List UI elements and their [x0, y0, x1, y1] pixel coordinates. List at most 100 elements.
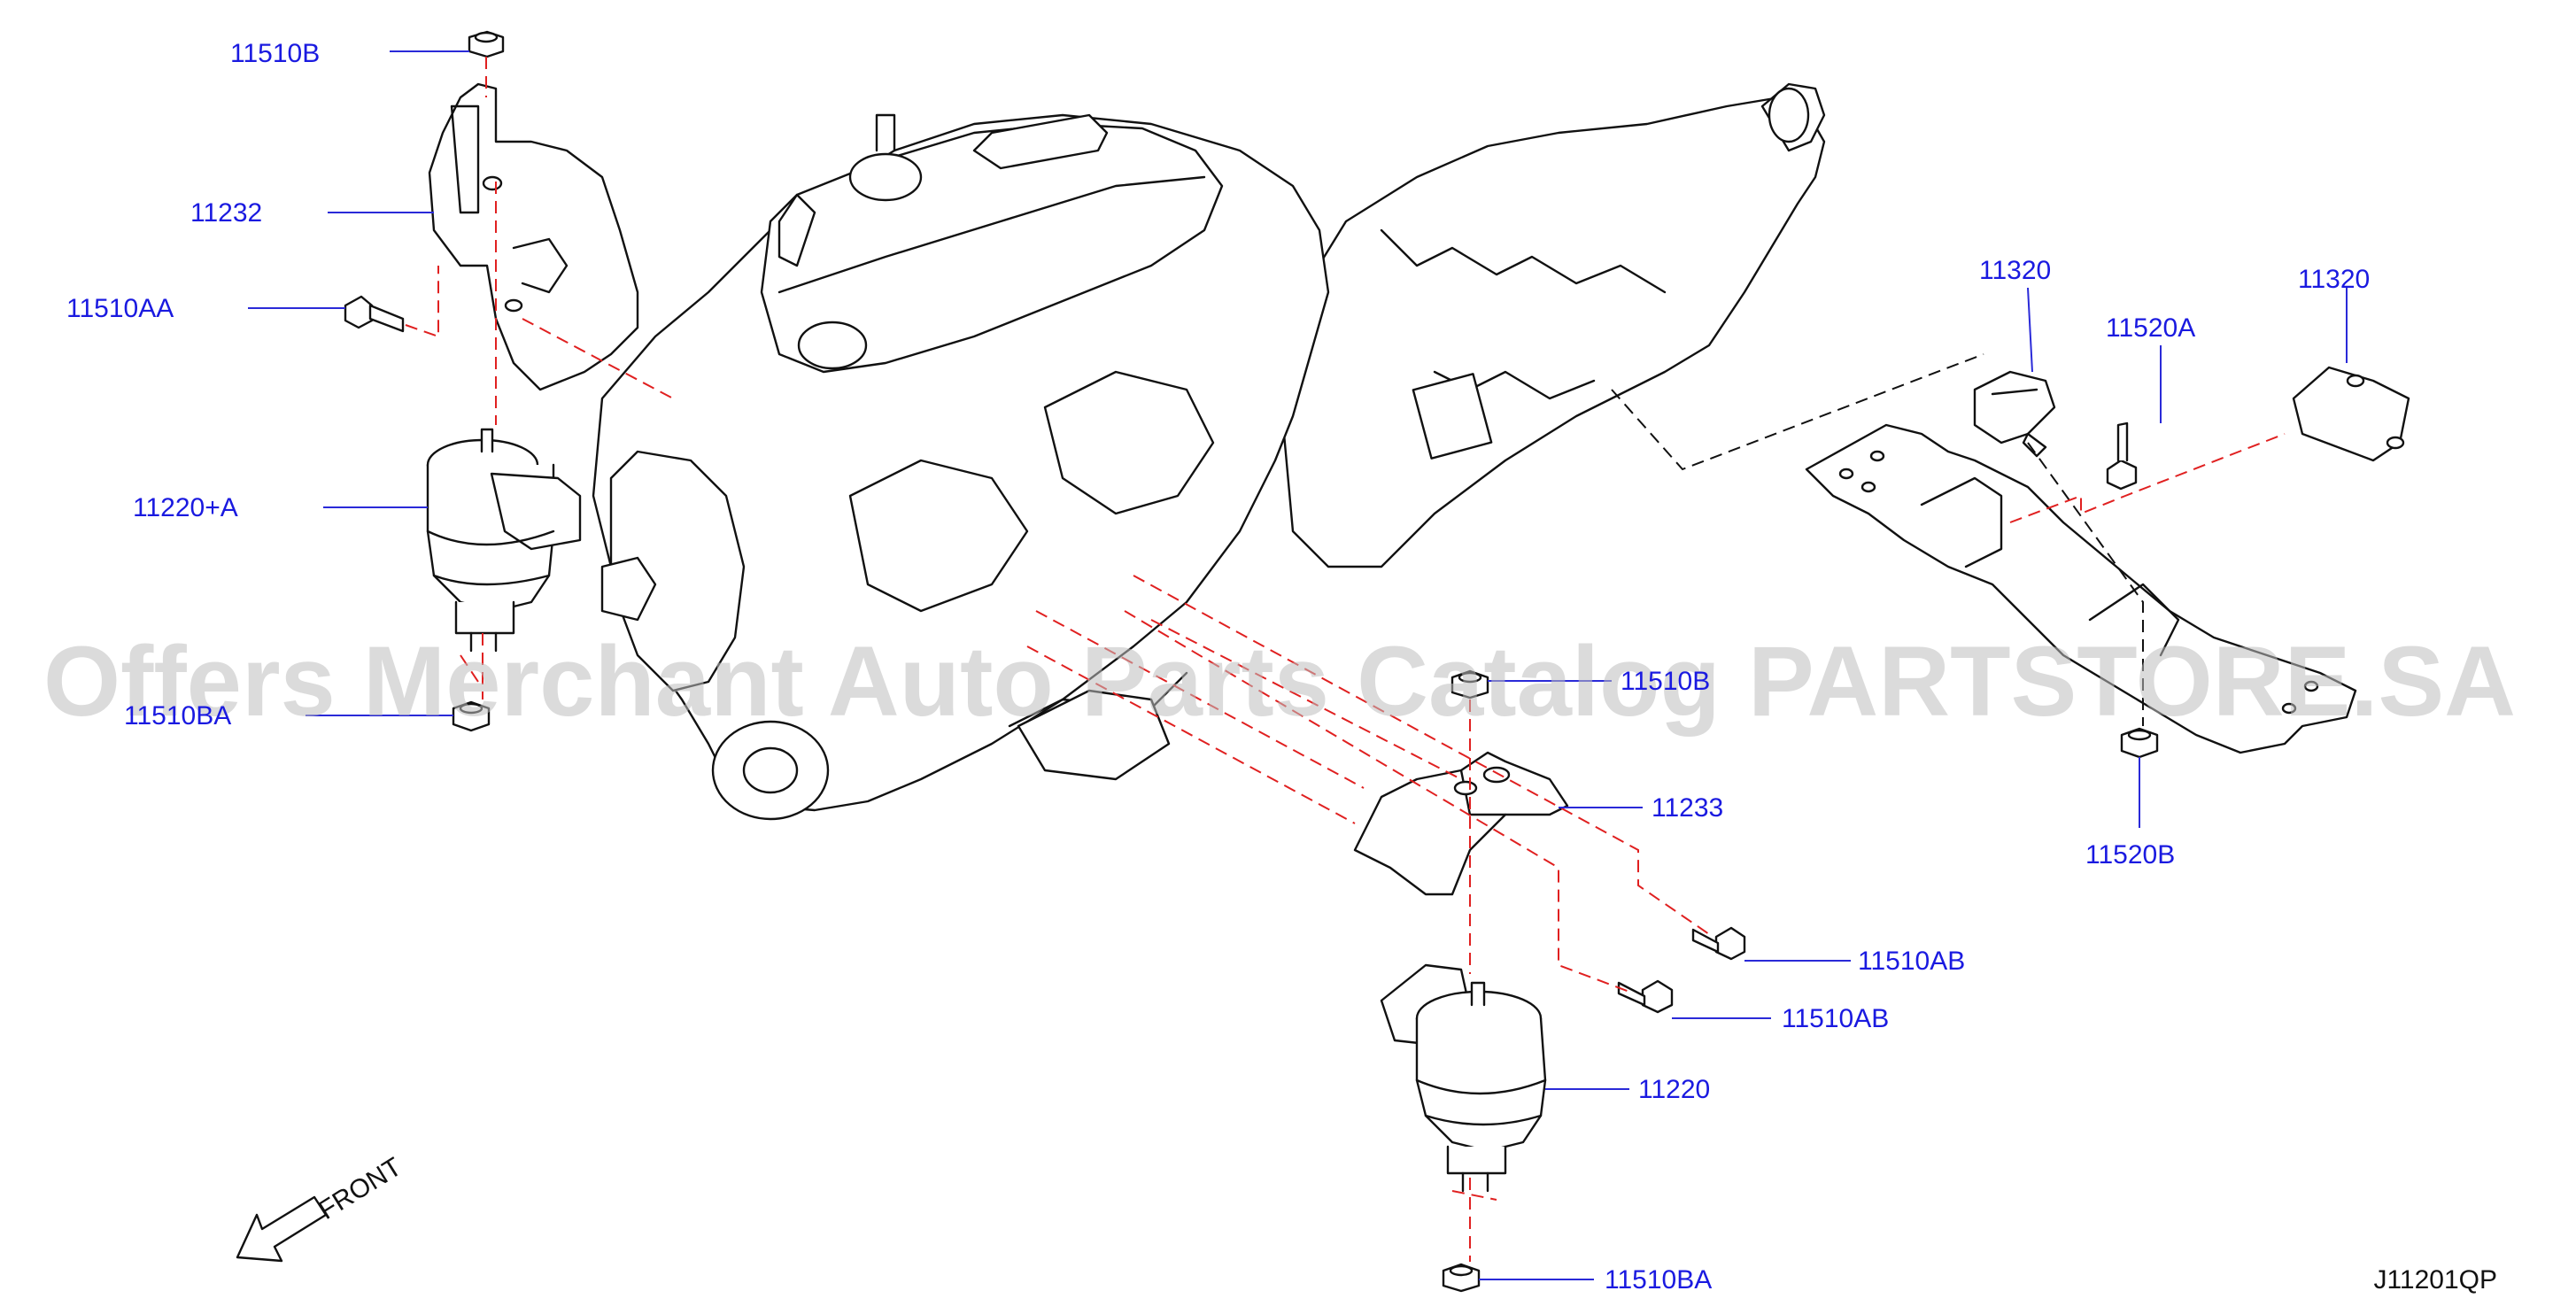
crossmember-hole-4: [2303, 680, 2319, 692]
crossmember-hole-5: [2281, 702, 2297, 715]
rear-mount-group: [1611, 353, 2410, 759]
label-11510b-top[interactable]: 11510B: [230, 39, 320, 68]
mount-11220-band-2: [1424, 1114, 1543, 1126]
bolt-11510ab-1-shank: [1691, 928, 1720, 954]
align-line-center-2: [1451, 1178, 1497, 1262]
crossmember-hole-2: [1869, 450, 1885, 462]
align-line-left-3: [405, 266, 439, 338]
bracket-11233-hole-1: [1482, 766, 1511, 784]
label-11510b-mid[interactable]: 11510B: [1621, 667, 1710, 696]
bracket-11233-hole-2: [1453, 780, 1478, 796]
bolt-11520a-head: [2106, 459, 2138, 491]
block-detail-2: [1043, 370, 1215, 515]
bolt-11510ab-2-head: [1641, 979, 1674, 1014]
align-line-center-3: [1133, 575, 1710, 935]
mount-11220-body: [1415, 1016, 1547, 1153]
left-mount-stack: [344, 30, 674, 732]
mount-11220-stud: [1470, 981, 1486, 1007]
mount-11220-band-1: [1415, 1078, 1547, 1095]
nut-11510b-top-face: [474, 31, 499, 43]
crossmember-hole-3: [1860, 481, 1876, 493]
crank-pulley-hub: [742, 746, 799, 794]
mount-11220a-side-block: [490, 472, 582, 551]
insulator-11320-left-stud: [2022, 432, 2047, 458]
label-11520b[interactable]: 11520B: [2085, 840, 2175, 870]
bracket-11232-hole-1: [482, 175, 503, 191]
align-line-rear-red-1: [2009, 433, 2286, 523]
label-11510ab-1[interactable]: 11510AB: [1858, 947, 1965, 976]
align-line-left-5: [460, 633, 483, 700]
mount-11220-studs: [1461, 1171, 1489, 1193]
label-11510ab-2[interactable]: 11510AB: [1782, 1004, 1889, 1033]
bracket-11232: [428, 82, 639, 391]
front-label: FRONT: [313, 1152, 406, 1225]
insulator-11320-left-edge: [1991, 388, 2038, 396]
align-line-center-4: [1124, 610, 1630, 993]
diagram-code: J11201QP: [2373, 1265, 2497, 1295]
bolt-11510ab-1-head: [1714, 926, 1746, 961]
label-11320-left[interactable]: 11320: [1979, 256, 2051, 285]
insulator-11320-right-hole-2: [2386, 436, 2405, 450]
trans-rib-1: [1380, 228, 1667, 294]
oil-pan: [1017, 689, 1171, 781]
watermark-text: Offers Merchant Auto Parts Catalog PARTS…: [43, 626, 2516, 737]
front-bracket: [600, 556, 657, 622]
nut-11520b-face: [2127, 729, 2152, 741]
label-11510ba-bottom[interactable]: 11510BA: [1605, 1265, 1712, 1295]
timing-cover: [609, 450, 746, 692]
center-mount-stack: [1026, 575, 1746, 1293]
bolt-11510ab-2-shank: [1617, 981, 1646, 1007]
label-11233[interactable]: 11233: [1652, 793, 1723, 823]
label-11510ba-left[interactable]: 11510BA: [124, 701, 231, 730]
label-11220a[interactable]: 11220+A: [133, 493, 238, 522]
align-line-rear-black-1: [1611, 353, 1984, 471]
front-indicator: FRONT: [236, 1152, 406, 1263]
trans-plate: [1412, 373, 1493, 460]
crossmember-raise-1: [1920, 476, 2003, 568]
mount-11220a-studs: [469, 631, 498, 653]
top-fitting-stem: [875, 113, 896, 152]
nut-11510b-mid-face: [1458, 671, 1482, 684]
transmission-body: [1273, 96, 1826, 568]
leader-11320-left: [2027, 287, 2033, 373]
valve-cover-ridge: [777, 175, 1206, 294]
bracket-11232-hole-2: [504, 298, 523, 313]
nut-11510ba-bottom-face: [1449, 1264, 1474, 1277]
label-11510aa[interactable]: 11510AA: [66, 294, 174, 323]
nut-11510ba-left-face: [459, 702, 483, 715]
thermostat-housing: [777, 193, 816, 267]
bracket-11232-cutout: [512, 237, 569, 294]
top-fitting-1: [848, 152, 923, 202]
bolt-11510aa-shank: [368, 304, 405, 333]
mount-11220a-base: [454, 600, 515, 635]
insulator-11320-right-hole-1: [2346, 374, 2365, 388]
part-labels: 11510B 11232 11510AA 11220+A 11510BA 115…: [66, 39, 2370, 1295]
crossmember-raise-2: [2088, 583, 2180, 657]
oil-filler-cap: [797, 321, 868, 370]
leader-lines: [248, 50, 2348, 1280]
mount-11220a-band-2: [432, 574, 551, 586]
bolt-11520a-shank: [2116, 421, 2129, 462]
bracket-11232-slot: [450, 104, 480, 214]
label-11520a[interactable]: 11520A: [2106, 313, 2195, 343]
insulator-11320-left: [1973, 370, 2056, 444]
align-line-center-6: [1026, 645, 1356, 824]
engine-assembly: [592, 82, 1826, 821]
align-line-left-4: [522, 318, 674, 399]
front-arrow-icon: [236, 1195, 328, 1263]
bolt-11510aa-head: [344, 295, 374, 329]
crossmember: [1805, 423, 2357, 754]
mount-11220a-band-1: [426, 529, 555, 546]
bracket-11233: [1353, 751, 1569, 896]
crossmember-hole-1: [1838, 468, 1854, 480]
label-11320-right[interactable]: 11320: [2298, 265, 2370, 294]
label-11220[interactable]: 11220: [1638, 1075, 1710, 1104]
top-fitting-2: [972, 113, 1109, 170]
mount-11220a-stud: [480, 428, 494, 453]
align-line-rear-black-2: [2027, 442, 2144, 726]
block-detail-1: [848, 459, 1029, 613]
mount-11220-base: [1446, 1145, 1507, 1175]
label-11232[interactable]: 11232: [190, 198, 262, 228]
align-line-center-5: [1035, 610, 1365, 789]
